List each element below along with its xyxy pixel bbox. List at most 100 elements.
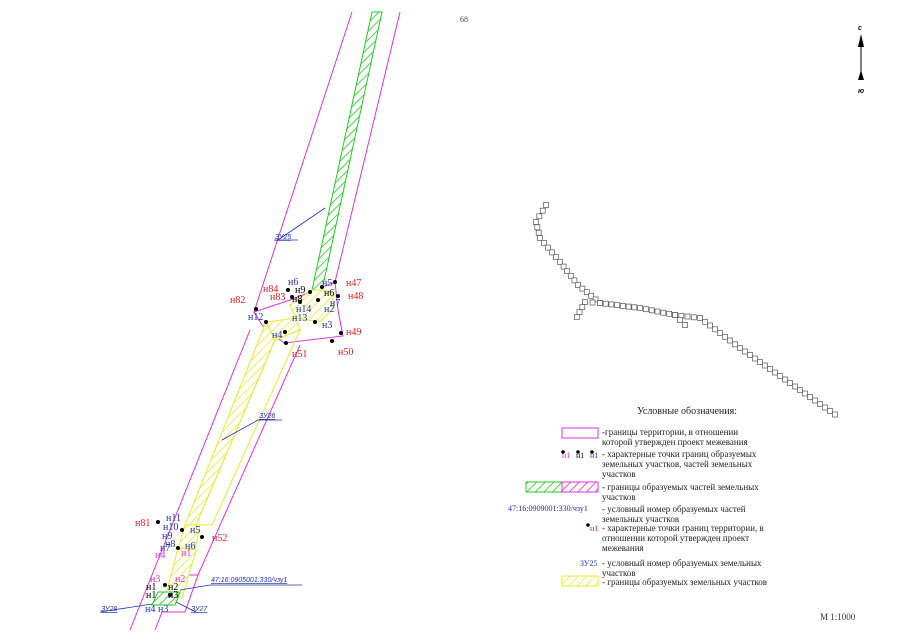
- inset-square: [608, 301, 615, 308]
- inset-square: [549, 249, 555, 256]
- inset-square: [752, 355, 758, 362]
- svg-text:ю: ю: [858, 88, 864, 95]
- inset-square: [557, 259, 563, 265]
- svg-text:н52: н52: [212, 533, 227, 544]
- svg-text:н6: н6: [288, 277, 298, 288]
- inset-square: [772, 369, 778, 376]
- inset-square: [637, 305, 643, 311]
- inset-square: [545, 244, 551, 251]
- inset-square: [631, 304, 638, 311]
- parcel-part-zu25: [311, 11, 383, 291]
- legend-zu-sample: ЗУ25: [580, 559, 597, 568]
- inset-square: [742, 348, 748, 355]
- boundary-points: [156, 280, 343, 597]
- inset-square: [792, 383, 798, 390]
- inset-square: [602, 300, 609, 307]
- inset-square: [697, 315, 703, 321]
- svg-text:н6: н6: [185, 541, 195, 552]
- svg-text:н1: н1: [576, 451, 584, 460]
- parcel-point-labels-bottom: н11 н10 н5 н9 н8 н7 н6 н1 н2 н3 н4 н3 н1: [145, 513, 200, 615]
- svg-text:н3: н3: [322, 320, 332, 331]
- inset-square: [787, 380, 793, 386]
- svg-text:н1: н1: [590, 451, 598, 460]
- svg-text:ЗУ28: ЗУ28: [101, 606, 117, 613]
- inset-square: [654, 308, 661, 315]
- svg-text:н13: н13: [292, 313, 307, 324]
- svg-text:ЗУ27: ЗУ27: [191, 606, 208, 613]
- inset-square: [722, 333, 728, 340]
- svg-text:н2: н2: [324, 304, 334, 315]
- inset-square: [797, 387, 803, 393]
- svg-text:ЗУ25: ЗУ25: [275, 234, 291, 241]
- overview-inset: [533, 202, 838, 418]
- north-arrow-icon: с ю: [858, 25, 864, 95]
- parcel-part-bottom: [151, 591, 181, 606]
- inset-square: [536, 213, 543, 220]
- inset-square: [812, 397, 818, 404]
- svg-text:ЗУ26: ЗУ26: [259, 413, 275, 420]
- inset-square: [802, 390, 808, 397]
- inset-square: [592, 296, 599, 303]
- inset-square: [807, 394, 813, 400]
- inset-square: [553, 254, 559, 261]
- svg-text:н6: н6: [324, 288, 334, 299]
- page-number: 68: [460, 15, 468, 24]
- legend-title: Условные обозначения:: [637, 406, 738, 417]
- territory-point-labels: н47 н48 н49 н50 н51 н82 н83 н84 н81 н52: [135, 278, 363, 544]
- inset-square: [625, 303, 632, 310]
- svg-text:н9: н9: [162, 531, 172, 542]
- svg-text:н14: н14: [296, 304, 311, 315]
- svg-text:н1: н1: [146, 590, 156, 601]
- legend-item-zu: - условный номер образуемых земельных уч…: [602, 558, 762, 578]
- svg-text:н47: н47: [346, 278, 361, 289]
- inset-square: [712, 326, 718, 333]
- inset-square: [677, 317, 683, 323]
- svg-text:н82: н82: [230, 295, 245, 306]
- svg-text:н3: н3: [150, 574, 160, 585]
- inset-square: [589, 299, 596, 306]
- inset-square: [575, 282, 581, 288]
- svg-text:н50: н50: [338, 347, 353, 358]
- inset-square: [717, 330, 723, 336]
- inset-square: [672, 312, 678, 318]
- inset-square: [690, 314, 697, 321]
- inset-square: [767, 366, 773, 372]
- parcel-labels: ЗУ25 ЗУ26 47:16:0905001:330/чзу1 ЗУ28 ЗУ…: [99, 207, 326, 613]
- svg-text:н7: н7: [330, 298, 340, 309]
- legend-point-icon: н1 н1 н1: [561, 450, 598, 460]
- inset-square: [702, 318, 708, 325]
- inset-square: [579, 285, 586, 292]
- inset-square: [642, 306, 649, 313]
- legend-symbols: н1 н1 н1 47:16:0909001:330/чзу1 н1 ЗУ25: [508, 427, 599, 587]
- inset-square: [539, 207, 546, 214]
- inset-square: [543, 202, 549, 208]
- inset-square: [560, 263, 567, 270]
- inset-square: [567, 272, 574, 279]
- inset-square: [732, 341, 738, 348]
- svg-text:н8: н8: [292, 294, 302, 305]
- legend-item-red-points: - характерные точки границ территории, в…: [602, 523, 764, 553]
- inset-square: [614, 302, 620, 308]
- inset-square: [827, 408, 833, 414]
- inset-square: [737, 345, 743, 351]
- inset-square: [832, 411, 838, 418]
- svg-text:н4: н4: [145, 604, 155, 615]
- parcel-point-labels-top: н6 н5 н9 н6 н8 н2 н13 н14 н3 н12 н4 н7: [248, 277, 340, 341]
- legend-item-parts: - границы образуемых частей земельных уч…: [602, 482, 759, 502]
- svg-text:н9: н9: [295, 285, 305, 296]
- inset-square: [537, 235, 543, 241]
- svg-text:н4: н4: [272, 330, 282, 341]
- inset-square: [762, 362, 768, 369]
- inset-square: [571, 277, 578, 284]
- inset-square: [534, 224, 541, 231]
- legend-item-parcels: - границы образуемых земельных участков: [602, 577, 768, 587]
- inset-square: [707, 322, 713, 329]
- svg-text:н83: н83: [270, 292, 285, 303]
- scale-label: М 1:1000: [820, 612, 856, 622]
- inset-square: [817, 401, 823, 407]
- inset-square: [727, 337, 733, 344]
- inset-square: [660, 309, 667, 316]
- svg-text:н2: н2: [168, 582, 178, 593]
- inset-square: [583, 289, 590, 296]
